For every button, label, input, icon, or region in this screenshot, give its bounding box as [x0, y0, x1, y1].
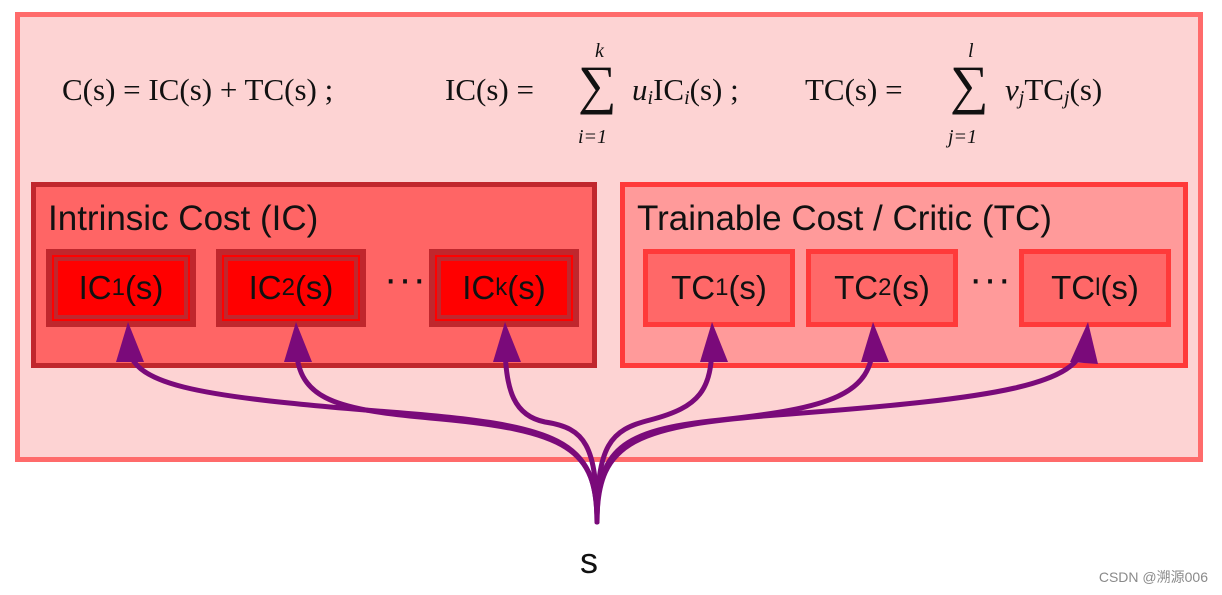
arrowhead-tc-l — [1070, 322, 1098, 364]
tc-sum-lower: j=1 — [948, 126, 978, 148]
arrowhead-ic-1 — [116, 322, 144, 362]
intrinsic-cost-title: Intrinsic Cost (IC) — [48, 199, 319, 238]
ic-sum-upper: k — [595, 40, 604, 62]
arrow-to-ic-2 — [293, 339, 600, 525]
tc-lhs: TC(s) = — [805, 72, 903, 107]
input-state-label: s — [580, 540, 598, 581]
arrow-to-tc-1 — [594, 339, 715, 525]
arrow-to-tc-2 — [594, 339, 876, 525]
ic-sum-term: uiICi(s) ; — [632, 72, 739, 109]
ic-ellipsis: ··· — [384, 257, 427, 301]
tc-sum-upper: l — [968, 40, 974, 62]
arrow-to-tc-l — [594, 339, 1088, 525]
total-cost-definition: C(s) = IC(s) + TC(s) ; — [62, 72, 334, 107]
arrowhead-tc-2 — [861, 322, 889, 362]
tc-sum-sign: ∑ — [950, 55, 989, 115]
ic-sum-lower: i=1 — [578, 126, 608, 148]
tc-sum-term: vjTCj(s) — [1005, 72, 1103, 109]
trainable-cost-title: Trainable Cost / Critic (TC) — [637, 199, 1052, 238]
watermark: CSDN @溯源006 — [1098, 569, 1208, 585]
ic-sum-sign: ∑ — [578, 55, 617, 115]
arrowhead-ic-2 — [284, 322, 312, 362]
arrowhead-ic-k — [493, 322, 521, 362]
ic-lhs: IC(s) = — [445, 72, 534, 107]
cost-formula: C(s) = IC(s) + TC(s) ; IC(s) = k ∑ i=1 u… — [40, 40, 1180, 160]
tc-ellipsis: ··· — [969, 257, 1012, 301]
arrow-to-ic-k — [502, 339, 600, 525]
arrowhead-tc-1 — [700, 322, 728, 362]
